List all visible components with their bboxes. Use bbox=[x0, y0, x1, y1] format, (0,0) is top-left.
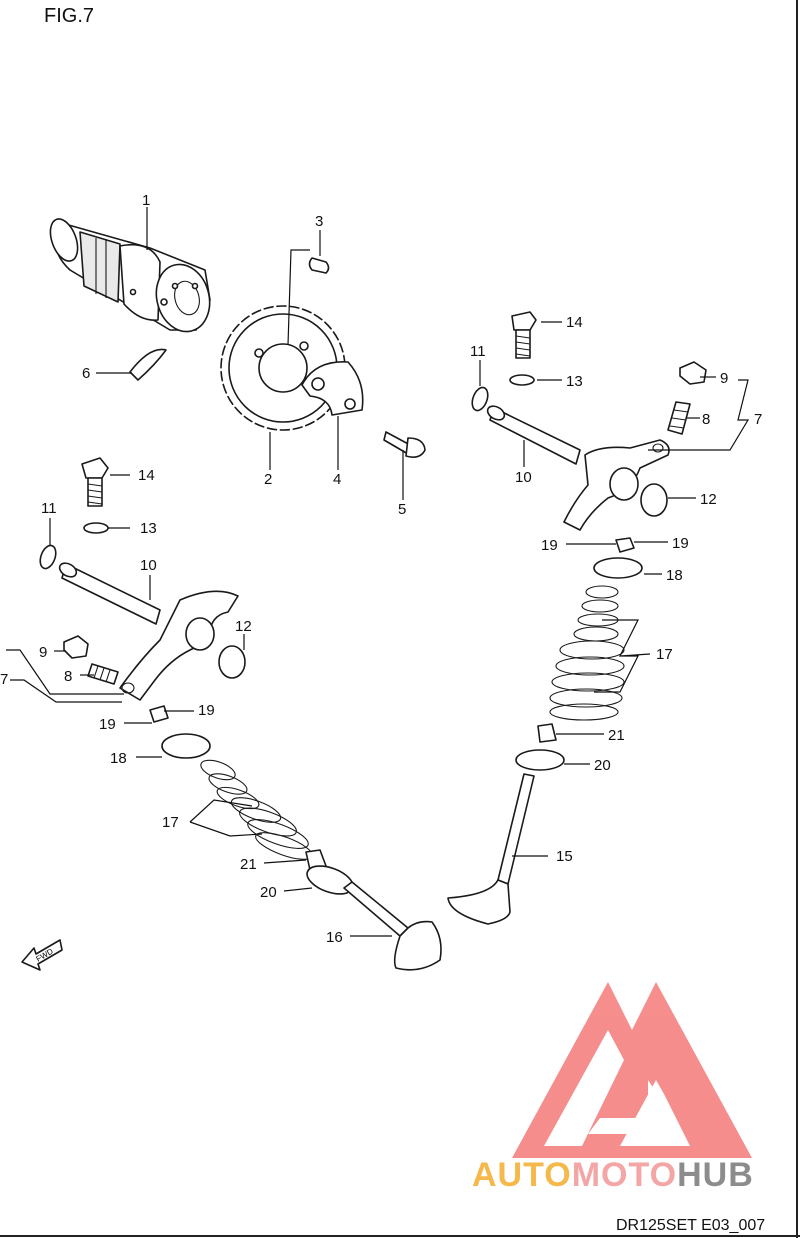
callout-17-right: 17 bbox=[656, 646, 673, 663]
callout-11-right: 11 bbox=[470, 343, 486, 360]
wave-washer-left bbox=[218, 645, 246, 679]
callout-20-left: 20 bbox=[260, 884, 277, 901]
callout-9-right: 9 bbox=[720, 370, 728, 387]
callout-13-right: 13 bbox=[566, 373, 583, 390]
drawing-code: DR125SET E03_007 bbox=[616, 1217, 765, 1234]
washer-left bbox=[83, 522, 109, 534]
callout-8-right: 8 bbox=[702, 411, 710, 428]
callout-21-left: 21 bbox=[240, 856, 257, 873]
callout-19-right-b: 19 bbox=[672, 535, 689, 552]
callout-numbers: 1 3 2 4 5 6 14 13 11 10 9 8 7 12 19 19 1… bbox=[0, 192, 762, 946]
spring-seat-right bbox=[515, 749, 565, 771]
camshaft-circlip bbox=[129, 348, 167, 381]
camshaft bbox=[49, 218, 211, 333]
callout-14-left: 14 bbox=[138, 467, 155, 484]
callout-5: 5 bbox=[398, 501, 406, 518]
spring-retainer-cotter-left-19 bbox=[149, 705, 169, 723]
dowel-pin bbox=[308, 257, 330, 274]
callout-7-right: 7 bbox=[754, 411, 762, 428]
callout-18-right: 18 bbox=[666, 567, 683, 584]
pin-guide-line bbox=[287, 249, 310, 346]
callout-10-right: 10 bbox=[515, 469, 532, 486]
spring-retainer-left bbox=[161, 733, 211, 759]
callout-18-left: 18 bbox=[110, 750, 127, 767]
callout-19-right-a: 19 bbox=[541, 537, 558, 554]
rocker-shaft-left bbox=[58, 562, 161, 625]
callout-14-right: 14 bbox=[566, 314, 583, 331]
callout-21-right: 21 bbox=[608, 727, 625, 744]
callout-2: 2 bbox=[264, 471, 272, 488]
o-ring-right bbox=[471, 386, 489, 412]
callout-20-right: 20 bbox=[594, 757, 611, 774]
leader-lines bbox=[6, 207, 750, 937]
rocker-arm-right bbox=[563, 439, 670, 531]
intake-valve bbox=[447, 773, 535, 925]
callout-4: 4 bbox=[333, 471, 341, 488]
exhaust-valve bbox=[343, 881, 442, 971]
callout-17-left: 17 bbox=[162, 814, 179, 831]
callout-12-left: 12 bbox=[235, 618, 252, 635]
watermark-text-moto: MOTO bbox=[572, 1156, 677, 1194]
adjuster-nut-right bbox=[679, 361, 707, 385]
adjuster-screw-right bbox=[667, 401, 691, 435]
callout-11-left: 11 bbox=[41, 500, 57, 517]
rocker-arm-left bbox=[119, 590, 239, 701]
cam-plate bbox=[301, 361, 364, 416]
callout-8-left: 8 bbox=[64, 668, 72, 685]
callout-9-left: 9 bbox=[39, 644, 47, 661]
watermark-text-auto: AUTO bbox=[472, 1156, 572, 1194]
adjuster-screw-left bbox=[87, 663, 119, 685]
watermark-text: AUTOMOTOHUB bbox=[472, 1156, 754, 1194]
figure-label: FIG.7 bbox=[44, 5, 94, 27]
valve-stem-seal-right bbox=[537, 723, 557, 743]
spring-retainer-right bbox=[593, 557, 643, 579]
valve-spring-left bbox=[200, 759, 313, 860]
adjuster-nut-left bbox=[63, 635, 89, 659]
callout-19-left-a: 19 bbox=[99, 716, 116, 733]
rocker-shaft-right bbox=[486, 405, 581, 465]
callout-10-left: 10 bbox=[140, 557, 157, 574]
sprocket-bolt bbox=[383, 431, 426, 458]
callout-3: 3 bbox=[315, 213, 323, 230]
callout-7-left: 7 bbox=[0, 671, 8, 688]
valve-spring-right bbox=[549, 585, 625, 721]
callout-16: 16 bbox=[326, 929, 343, 946]
wave-washer-right bbox=[640, 483, 668, 517]
washer-right bbox=[509, 374, 535, 386]
callout-1: 1 bbox=[142, 192, 150, 209]
callout-13-left: 13 bbox=[140, 520, 157, 537]
rocker-bolt-right bbox=[511, 311, 537, 359]
callout-15: 15 bbox=[556, 848, 573, 865]
callout-19-left-b: 19 bbox=[198, 702, 215, 719]
watermark-logo-icon bbox=[512, 982, 752, 1158]
callout-6: 6 bbox=[82, 365, 90, 382]
spring-retainer-cotter-right-19 bbox=[615, 537, 635, 553]
fwd-arrow-icon: FWD bbox=[21, 939, 63, 971]
o-ring-left bbox=[39, 544, 57, 570]
rocker-bolt-left bbox=[81, 457, 109, 507]
callout-12-right: 12 bbox=[700, 491, 717, 508]
watermark-text-hub: HUB bbox=[677, 1156, 754, 1194]
